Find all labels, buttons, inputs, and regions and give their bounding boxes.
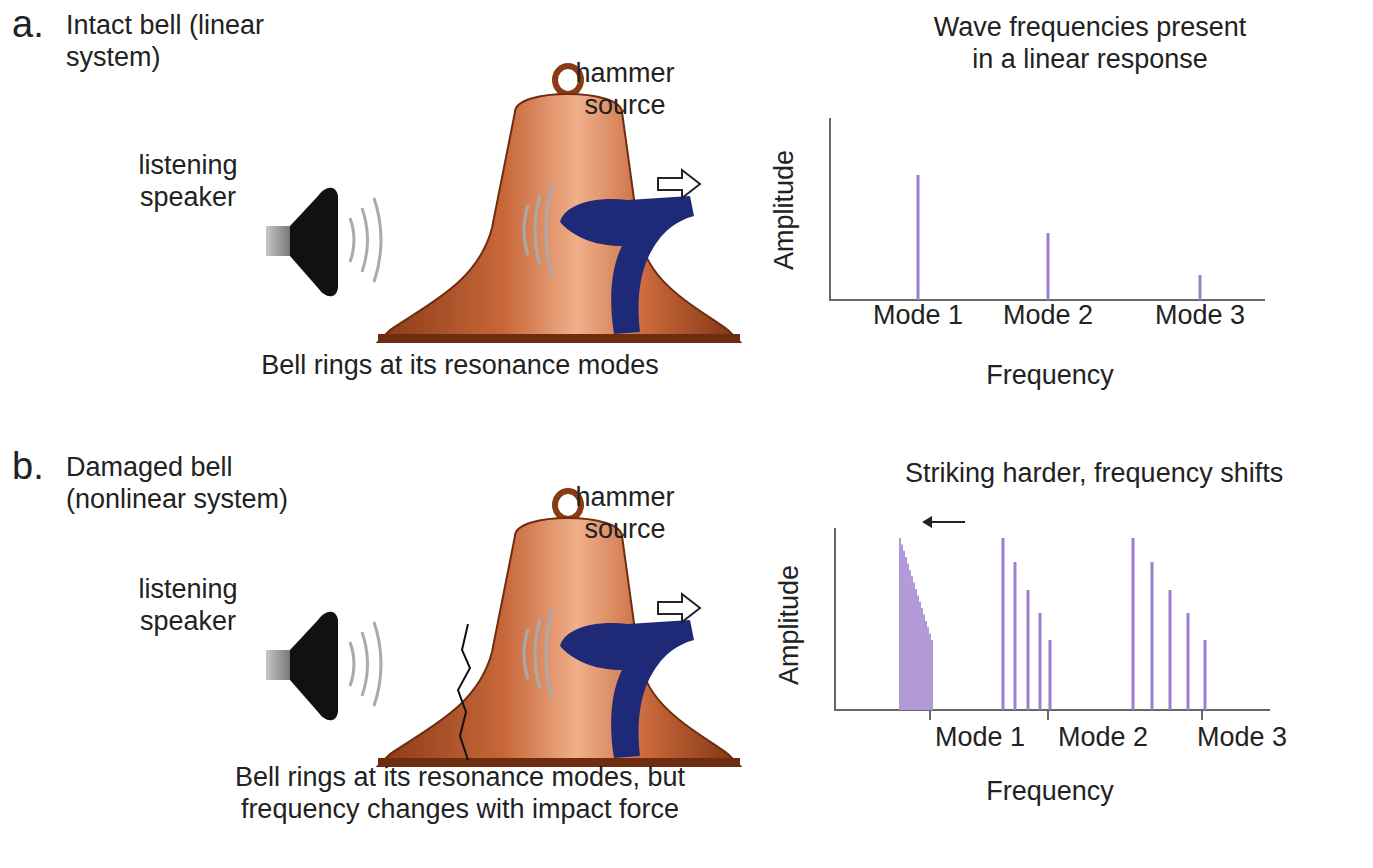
mode-label: Mode 2 bbox=[990, 300, 1106, 332]
mode-label: Mode 1 bbox=[922, 722, 1038, 754]
bell-caption: Bell rings at its resonance modes bbox=[200, 350, 720, 382]
spectrum-b bbox=[835, 516, 1270, 720]
speaker-a bbox=[266, 188, 338, 297]
panel-letter: b. bbox=[12, 444, 72, 489]
source-label: hammer source bbox=[560, 58, 690, 122]
sound-waves-a bbox=[350, 185, 552, 282]
mode-label: Mode 2 bbox=[1045, 722, 1161, 754]
mode-label: Mode 1 bbox=[860, 300, 976, 332]
hammer-a bbox=[560, 196, 694, 334]
panel-title: Intact bell (linear system) bbox=[66, 10, 281, 74]
bell-b bbox=[378, 491, 740, 766]
graph-title: Wave frequencies present in a linear res… bbox=[925, 12, 1255, 76]
axis-label: Amplitude bbox=[774, 565, 806, 685]
outline-arrow-a bbox=[658, 170, 700, 198]
speaker-label: listening speaker bbox=[118, 150, 258, 214]
speaker-b bbox=[266, 612, 338, 721]
outline-arrow-b bbox=[658, 594, 700, 622]
panel-letter: a. bbox=[12, 2, 72, 47]
axis-label: Frequency bbox=[970, 360, 1130, 392]
spectrum-a bbox=[830, 118, 1265, 300]
axis-label: Frequency bbox=[970, 776, 1130, 808]
bell-a bbox=[378, 66, 740, 342]
hammer-b bbox=[560, 620, 694, 758]
sound-waves-b bbox=[350, 609, 552, 706]
speaker-label: listening speaker bbox=[118, 574, 258, 638]
mode-label: Mode 3 bbox=[1184, 722, 1300, 754]
annotation: Striking harder, frequency shifts bbox=[905, 458, 1365, 490]
panel-title: Damaged bell (nonlinear system) bbox=[66, 452, 306, 516]
axis-label: Amplitude bbox=[769, 150, 801, 270]
source-label: hammer source bbox=[560, 482, 690, 546]
mode-label: Mode 3 bbox=[1142, 300, 1258, 332]
bell-caption: Bell rings at its resonance modes, but f… bbox=[190, 762, 730, 826]
